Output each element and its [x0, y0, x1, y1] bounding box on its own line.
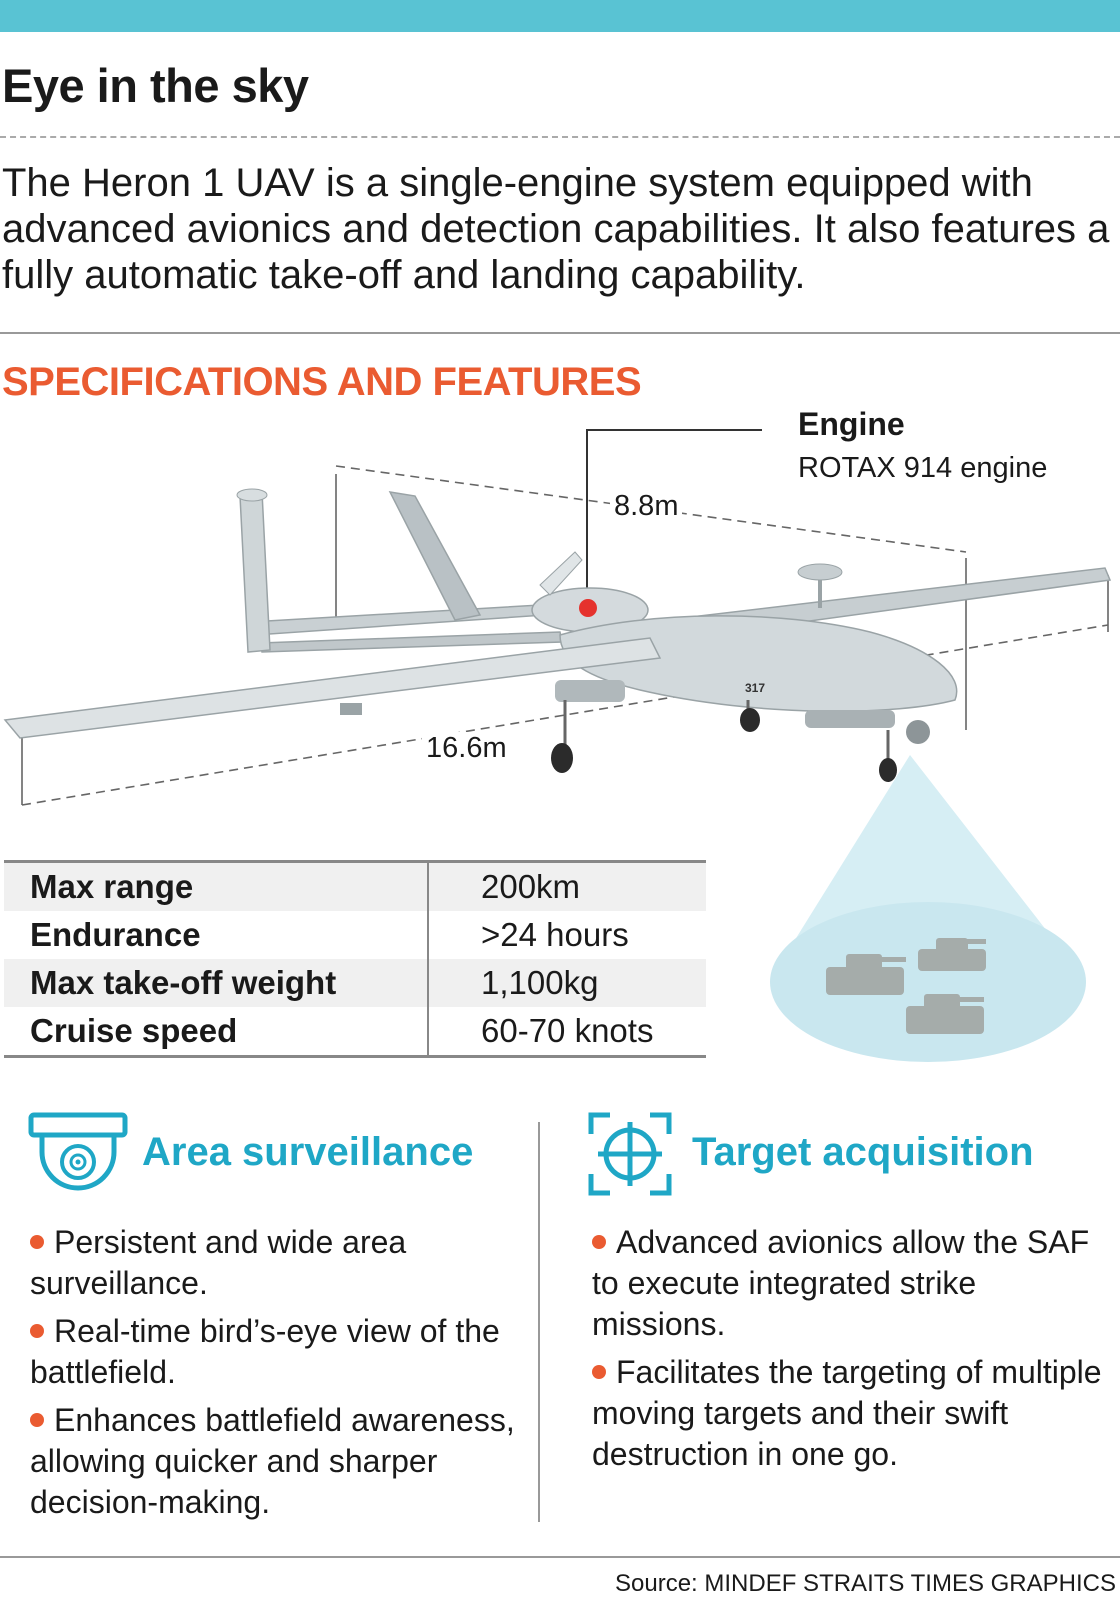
spec-value: 200km — [428, 861, 706, 911]
length-dimension-label: 8.8m — [610, 490, 683, 523]
surveillance-camera-icon — [28, 1112, 128, 1191]
engine-description: ROTAX 914 engine — [798, 452, 1048, 484]
bullet-dot — [592, 1365, 606, 1379]
spec-label: Max range — [4, 861, 429, 911]
spec-label: Max take-off weight — [4, 959, 429, 1007]
top-accent-bar — [0, 0, 1120, 32]
list-item: Facilitates the targeting of multiple mo… — [592, 1354, 1102, 1472]
uav-airframe: 317 — [3, 488, 1112, 782]
bullet-dot — [30, 1324, 44, 1338]
column-divider — [538, 1122, 540, 1522]
table-row: Max take-off weight 1,100kg — [4, 959, 706, 1007]
spec-value: >24 hours — [481, 916, 629, 953]
wingspan-dimension-label: 16.6m — [422, 732, 511, 765]
tank-icon — [906, 994, 984, 1034]
spec-label: Endurance — [4, 911, 429, 959]
target-acquisition-list: Advanced avionics allow the SAF to execu… — [592, 1222, 1112, 1482]
bullet-dot — [592, 1235, 606, 1249]
tail-number-marking: 317 — [745, 681, 765, 695]
heron-uav-illustration: 317 — [3, 429, 1112, 1062]
spec-label: Cruise speed — [4, 1007, 429, 1057]
spec-value: 1,100kg — [428, 959, 706, 1007]
page-title: Eye in the sky — [2, 59, 309, 112]
table-row: Max range 200km — [4, 861, 706, 911]
engine-callout-line — [586, 429, 762, 608]
list-item: Enhances battlefield awareness, allowing… — [30, 1402, 515, 1520]
section-heading: SPECIFICATIONS AND FEATURES — [2, 360, 642, 404]
specifications-table: Max range 200km Endurance >24 hours Max … — [4, 860, 706, 1058]
table-row: Cruise speed 60-70 knots — [4, 1007, 706, 1057]
bullet-dot — [30, 1235, 44, 1249]
source-credit: Source: MINDEF STRAITS TIMES GRAPHICS — [615, 1570, 1116, 1597]
list-item: Real-time bird’s-eye view of the battlef… — [30, 1313, 500, 1390]
tank-icon — [918, 938, 986, 971]
dashed-divider — [0, 136, 1120, 138]
footer-divider — [0, 1556, 1120, 1558]
area-surveillance-list: Persistent and wide area surveillance. R… — [30, 1222, 520, 1530]
list-item: Advanced avionics allow the SAF to execu… — [592, 1224, 1090, 1342]
spec-value: 60-70 knots — [481, 1012, 654, 1049]
bullet-dot — [30, 1413, 44, 1427]
target-acquisition-heading: Target acquisition — [692, 1130, 1034, 1174]
engine-marker-dot — [579, 599, 597, 617]
crosshair-target-icon — [588, 1112, 672, 1196]
table-row: Endurance >24 hours — [4, 911, 706, 959]
ground-footprint — [770, 902, 1086, 1062]
engine-label: Engine — [798, 406, 905, 442]
list-item: Persistent and wide area surveillance. — [30, 1224, 407, 1301]
tank-icon — [826, 954, 906, 995]
divider — [0, 332, 1120, 334]
area-surveillance-heading: Area surveillance — [142, 1130, 474, 1174]
intro-paragraph: The Heron 1 UAV is a single-engine syste… — [2, 161, 1110, 297]
